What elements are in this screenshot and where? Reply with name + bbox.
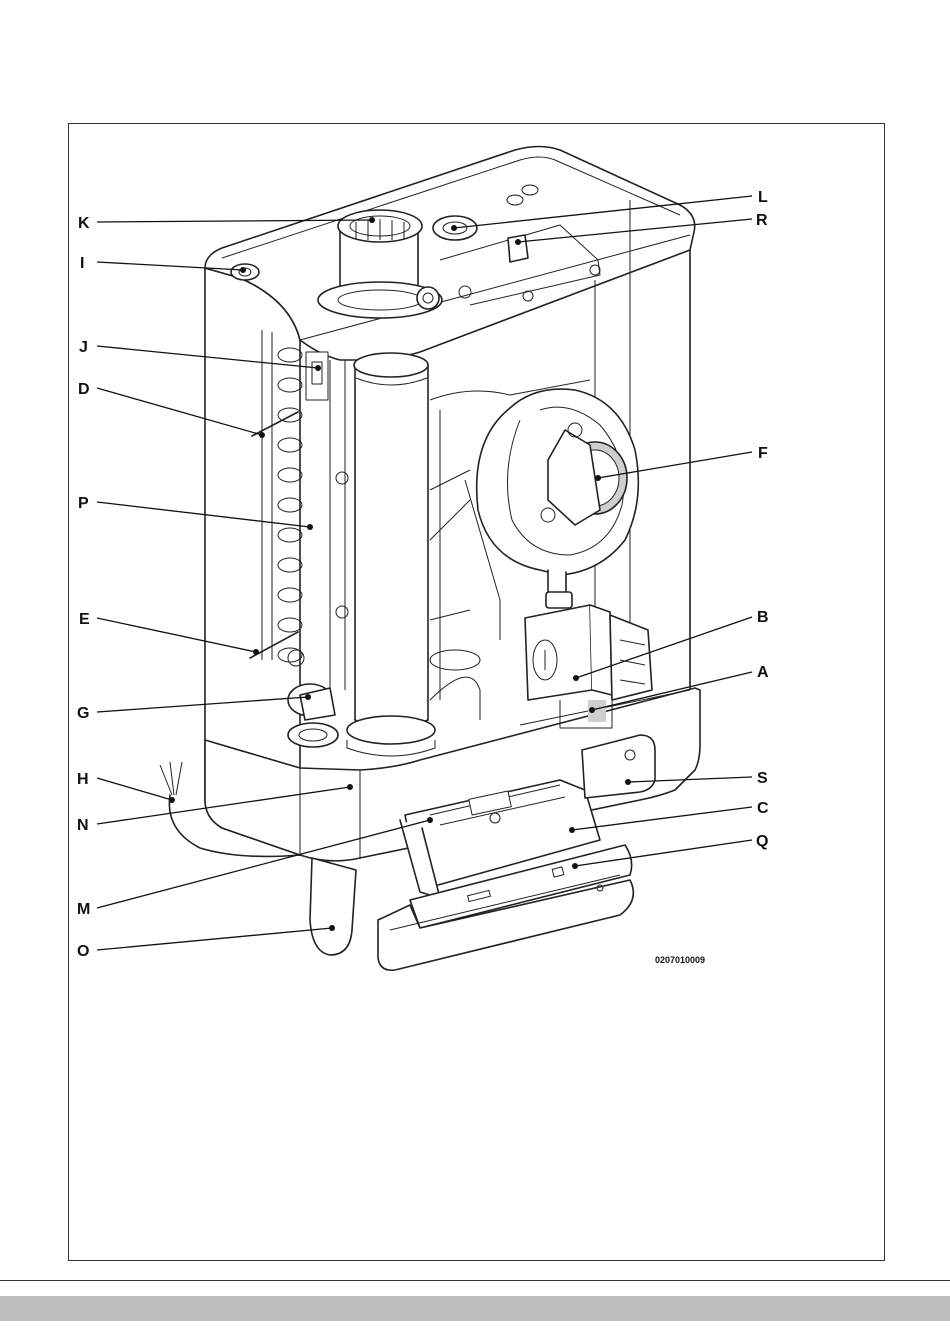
label-j: J [79,339,88,356]
fan-assembly [477,389,639,600]
label-e: E [79,611,90,628]
label-g: G [77,705,89,722]
label-c: C [757,800,769,817]
label-o: O [77,943,89,960]
label-i: I [80,255,84,272]
label-r: R [756,212,768,229]
label-b: B [757,609,769,626]
label-p: P [78,495,89,512]
label-s: S [757,770,768,787]
label-f: F [758,445,768,462]
label-q: Q [756,833,768,850]
label-l: L [758,189,768,206]
label-m: M [77,901,90,918]
figure-code: 0207010009 [655,955,705,965]
footer-divider [0,1280,950,1281]
footer-bar [0,1296,950,1321]
label-h: H [77,771,89,788]
label-d: D [78,381,90,398]
label-a: A [757,664,769,681]
label-k: K [78,215,90,232]
label-n: N [77,817,89,834]
